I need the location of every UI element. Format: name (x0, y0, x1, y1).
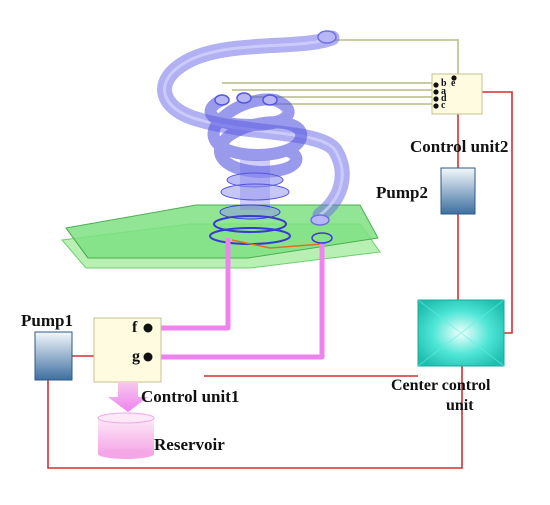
pump2-label: Pump2 (376, 183, 428, 202)
wire-pump1-to-center (47, 366, 463, 469)
port-b-dot (433, 82, 439, 88)
control-unit1-label: Control unit1 (141, 387, 240, 406)
control-unit2-box (431, 73, 483, 115)
helix-structure (157, 30, 350, 249)
wire-unit2-to-center (482, 91, 513, 334)
drain-arrow (108, 382, 148, 412)
port-b-label: b (441, 78, 447, 89)
control-wires (47, 91, 513, 469)
port-a-dot (433, 89, 439, 95)
center-control-label-line2: unit (446, 397, 474, 414)
reservoir (97, 412, 155, 459)
pump1-label: Pump1 (21, 311, 73, 330)
pump1 (34, 331, 73, 381)
port-e-dot (451, 75, 457, 81)
circuit-boards (61, 204, 381, 269)
pump2 (440, 167, 476, 215)
port-f-dot (143, 323, 153, 333)
hose-f (160, 238, 231, 331)
port-c-dot (433, 103, 439, 109)
sensor-line-e (332, 39, 459, 74)
reservoir-label: Reservoir (154, 435, 225, 454)
port-g-dot (143, 352, 153, 362)
port-e-label: e (451, 78, 456, 89)
inner-helix-coils (204, 93, 308, 179)
fluid-hoses (160, 238, 325, 360)
port-d-label: d (441, 93, 447, 104)
center-control-label-line1: Center control (391, 377, 491, 394)
port-f-label: f (132, 319, 138, 336)
outer-tube-end (317, 30, 337, 44)
hose-g (160, 244, 325, 360)
control-unit2-label: Control unit2 (410, 137, 509, 156)
port-a-label: a (441, 86, 446, 97)
port-g-label: g (132, 348, 140, 365)
port-c-label: c (441, 100, 446, 111)
port-d-dot (433, 96, 439, 102)
